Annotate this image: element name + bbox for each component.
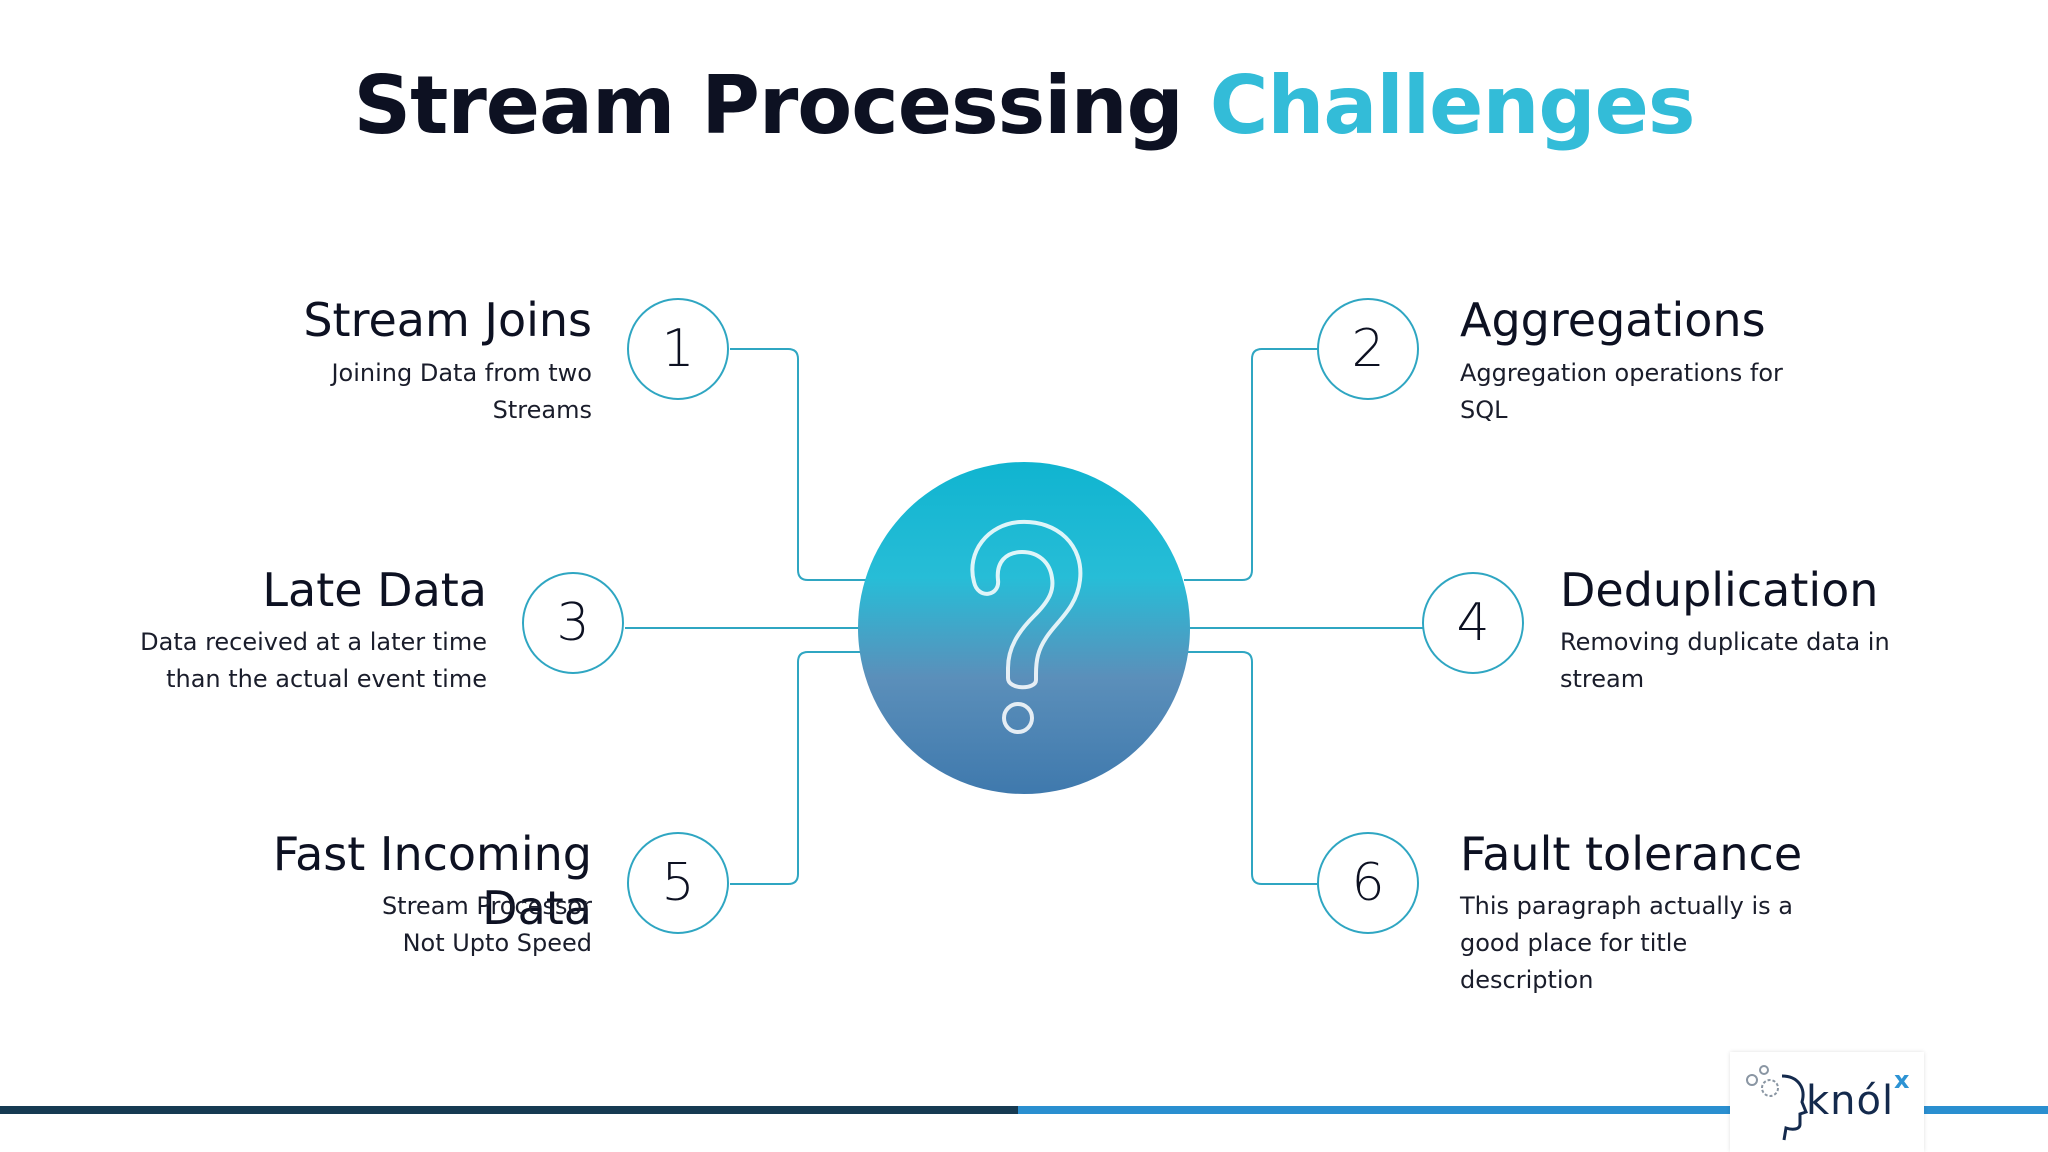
number-circle-3: 3 bbox=[522, 572, 624, 674]
item-desc-fast-incoming: Stream Processor Not Upto Speed bbox=[382, 888, 592, 962]
item-title-stream-joins: Stream Joins bbox=[303, 293, 592, 347]
item-desc-late-data: Data received at a later time than the a… bbox=[140, 624, 487, 698]
item-title-fault-tolerance: Fault tolerance bbox=[1460, 827, 1803, 881]
number-circle-1: 1 bbox=[627, 298, 729, 400]
knolx-logo: knól x bbox=[1730, 1052, 1924, 1152]
desc-line: Joining Data from two bbox=[331, 359, 592, 387]
desc-line: Stream Processor bbox=[381, 892, 592, 920]
desc-line: description bbox=[1460, 966, 1594, 994]
item-title-fast-incoming-line2: Data bbox=[482, 881, 592, 935]
head-gears-icon bbox=[1746, 1065, 1808, 1141]
title-accent: Challenges bbox=[1209, 59, 1696, 152]
item-title-fast-incoming: Fast Incoming bbox=[272, 827, 592, 881]
desc-line: good place for title bbox=[1460, 929, 1688, 957]
number-circle-4: 4 bbox=[1422, 572, 1524, 674]
page-title: Stream Processing Challenges bbox=[0, 56, 2048, 156]
connector-6 bbox=[1184, 651, 1318, 885]
desc-line: Aggregation operations for bbox=[1460, 359, 1783, 387]
logo-superscript: x bbox=[1894, 1066, 1910, 1094]
connector-5 bbox=[730, 651, 866, 885]
item-desc-aggregations: Aggregation operations for SQL bbox=[1460, 355, 1783, 429]
desc-line: stream bbox=[1560, 665, 1645, 693]
desc-line: than the actual event time bbox=[166, 665, 487, 693]
item-desc-deduplication: Removing duplicate data in stream bbox=[1560, 624, 1890, 698]
desc-line: Not Upto Speed bbox=[402, 929, 592, 957]
footer-bar-blue bbox=[1018, 1106, 2048, 1114]
logo-text: knól bbox=[1806, 1078, 1895, 1124]
desc-line: SQL bbox=[1460, 396, 1508, 424]
number-circle-5: 5 bbox=[627, 832, 729, 934]
question-mark-icon bbox=[970, 519, 1083, 734]
connector-2 bbox=[1184, 348, 1318, 581]
item-desc-stream-joins: Joining Data from two Streams bbox=[331, 355, 592, 429]
item-desc-fault-tolerance: This paragraph actually is a good place … bbox=[1460, 888, 1793, 999]
item-title-late-data: Late Data bbox=[262, 563, 487, 617]
item-title-aggregations: Aggregations bbox=[1460, 293, 1766, 347]
center-question-circle bbox=[858, 462, 1190, 794]
desc-line: Streams bbox=[492, 396, 592, 424]
item-title-deduplication: Deduplication bbox=[1560, 563, 1879, 617]
desc-line: Removing duplicate data in bbox=[1560, 628, 1890, 656]
desc-line: Data received at a later time bbox=[140, 628, 487, 656]
footer-bar-dark bbox=[0, 1106, 1018, 1114]
number-circle-2: 2 bbox=[1317, 298, 1419, 400]
connector-1 bbox=[730, 348, 866, 581]
number-circle-6: 6 bbox=[1317, 832, 1419, 934]
title-main: Stream Processing bbox=[353, 59, 1183, 152]
desc-line: This paragraph actually is a bbox=[1460, 892, 1793, 920]
